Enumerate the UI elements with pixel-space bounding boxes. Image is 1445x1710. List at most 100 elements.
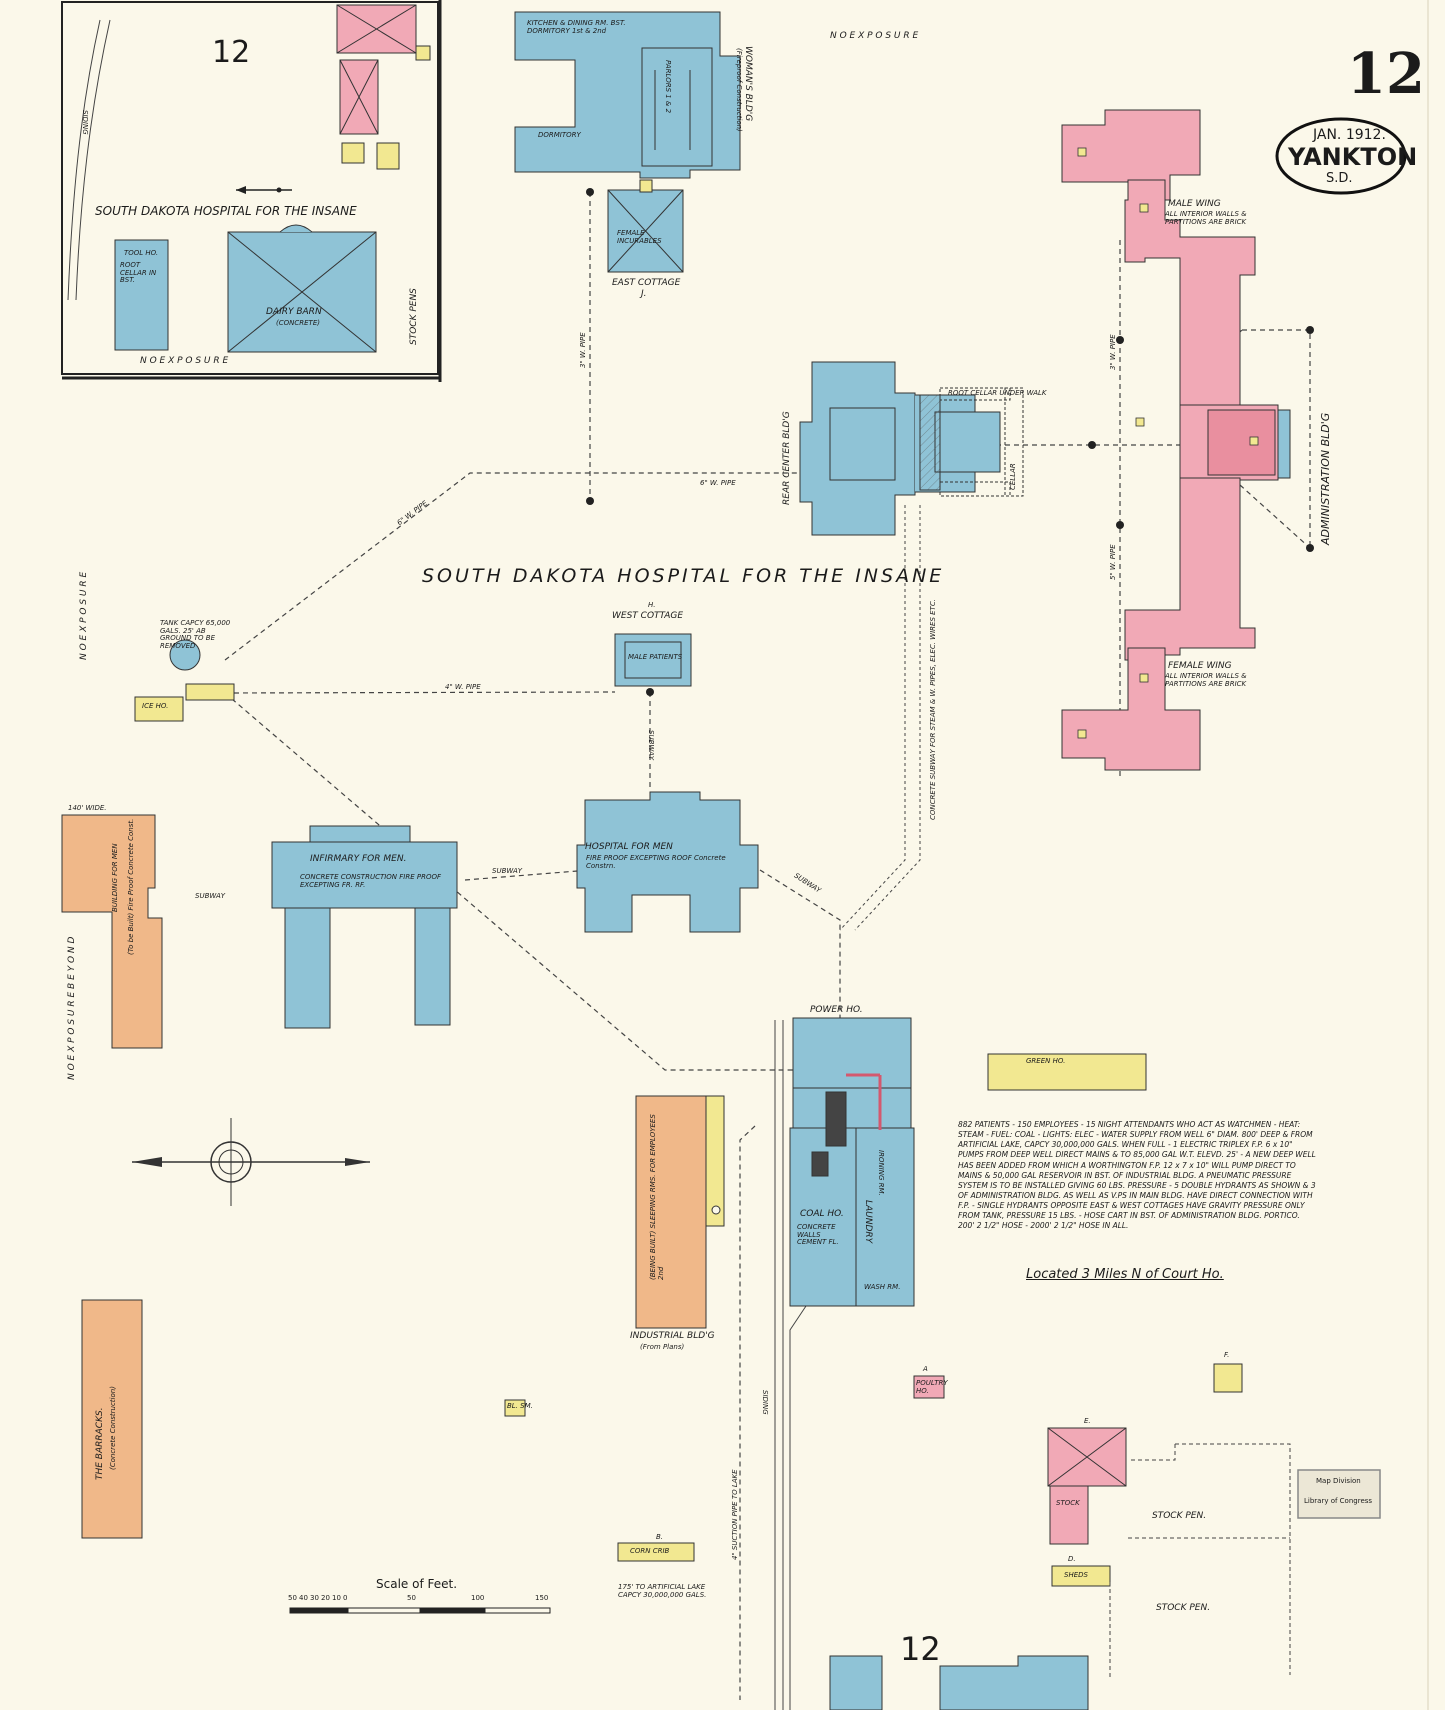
ironing-label: IRONING RM. — [877, 1150, 885, 1196]
letter-f: F. — [1224, 1351, 1230, 1359]
lake-note: 175' TO ARTIFICIAL LAKE CAPCY 30,000,000… — [618, 1583, 707, 1599]
scale-tick: 10 — [332, 1594, 341, 1602]
barracks-sub: (Concrete Construction) — [109, 1386, 117, 1470]
infirmary-sub: CONCRETE CONSTRUCTION FIRE PROOF EXCEPTI… — [300, 873, 442, 889]
power-house-label: POWER HO. — [810, 1005, 863, 1015]
industrial-bldg-sub: (From Plans) — [640, 1343, 685, 1351]
womans-building — [514, 11, 741, 273]
admin-label: ADMINISTRATION BLD'G — [1319, 412, 1332, 545]
scale-tick: 50 — [407, 1594, 416, 1602]
barracks-label: THE BARRACKS. — [95, 1407, 105, 1480]
siding-label: SIDING — [761, 1390, 769, 1415]
map-division-stamp-title: Map Division — [1316, 1477, 1361, 1485]
hospital-men-sub: FIRE PROOF EXCEPTING ROOF Concrete Const… — [586, 854, 726, 870]
the-barracks — [81, 1299, 143, 1539]
inset-yellow-shed-3 — [376, 142, 400, 170]
concrete-subway — [839, 505, 921, 931]
bl-smith-label: BL. SM. — [507, 1402, 533, 1410]
infirmary-men-label: INFIRMARY FOR MEN. — [310, 854, 407, 864]
scale-bar — [289, 1607, 551, 1614]
map-division-stamp-sub: Library of Congress — [1304, 1497, 1373, 1505]
scale-title: Scale of Feet. — [376, 1577, 458, 1591]
scale-tick: 50 — [288, 1594, 297, 1602]
no-exposure-left: N O E X P O S U R E — [79, 571, 89, 660]
corn-crib-label: CORN CRIB — [630, 1547, 670, 1555]
industrial-bldg-label: INDUSTRIAL BLD'G — [630, 1331, 715, 1341]
small-structures — [504, 1363, 1243, 1710]
female-incurables-label: FEMALE INCURABLES — [617, 229, 662, 245]
pipe-5w-right: 5" W. PIPE — [1109, 544, 1117, 580]
womans-bldg-sub: (Fireproof Construction) — [735, 48, 743, 132]
subway-label-1: SUBWAY — [195, 892, 226, 900]
building-men-label: BUILDING FOR MEN — [111, 843, 119, 912]
hospital-for-men — [576, 791, 759, 933]
west-cottage-letter: H. — [648, 601, 656, 609]
siding-tracks — [774, 1020, 811, 1710]
map-date: JAN. 1912. — [1313, 127, 1386, 143]
map-state: S.D. — [1326, 171, 1353, 186]
cellar-label: CELLAR — [1009, 463, 1017, 490]
inset-yellow-shed-1 — [415, 45, 431, 61]
inset-title: SOUTH DAKOTA HOSPITAL FOR THE INSANE — [95, 204, 357, 218]
ice-house-label: ICE HO. — [142, 702, 169, 710]
power-house — [789, 1017, 915, 1307]
west-cottage — [614, 633, 692, 687]
east-cottage-label: EAST COTTAGE — [612, 278, 681, 288]
tool-house-label: TOOL HO. — [124, 249, 159, 257]
hydrant-markers — [1077, 147, 1259, 739]
suction-pipe-label: 4" SUCTION PIPE TO LAKE — [731, 1469, 739, 1560]
male-wing-sub: ALL INTERIOR WALLS & PARTITIONS ARE BRIC… — [1165, 210, 1247, 226]
concrete-subway-label: CONCRETE SUBWAY FOR STEAM & W. PIPES, EL… — [929, 599, 937, 820]
corn-crib-letter: B. — [656, 1533, 664, 1541]
siding-inset-label: SIDING — [81, 110, 89, 135]
pipe-4w: 4" W. PIPE — [445, 683, 481, 691]
scale-tick: 40 — [299, 1594, 308, 1602]
dormitory-label: DORMITORY — [538, 131, 581, 139]
stock-pen-2: STOCK PEN. — [1156, 1603, 1211, 1613]
exposure-beyond: N O E X P O S U R E B E Y O N D — [67, 936, 77, 1080]
laundry-label: LAUNDRY — [863, 1200, 873, 1244]
east-cottage-letter: J. — [641, 289, 647, 299]
date-cartouche — [1275, 117, 1407, 195]
scale-tick: 100 — [471, 1594, 485, 1602]
dairy-barn-sub: (CONCRETE) — [276, 319, 320, 327]
industrial-bldg-inner: (BEING BUILT) SLEEPING RMS. FOR EMPLOYEE… — [649, 1114, 665, 1280]
inset-sheet-number: 12 — [212, 35, 251, 70]
no-exposure-top: N O E X P O S U R E — [830, 31, 919, 41]
compass-rose-icon — [132, 1118, 370, 1206]
rear-center-label: REAR CENTER BLD'G — [782, 411, 792, 505]
root-cellar-label: ROOT CELLAR UNDER WALK — [948, 389, 1047, 397]
main-building-pink — [1061, 109, 1279, 771]
scale-tick: 150 — [535, 1594, 549, 1602]
inset-map — [61, 0, 442, 382]
stock-pen-1: STOCK PEN. — [1152, 1511, 1207, 1521]
subway-label-v: SUBWAY — [647, 730, 655, 761]
sheet-number: 12 — [1347, 41, 1425, 107]
poultry-letter: A — [923, 1365, 928, 1373]
female-wing-label: FEMALE WING — [1168, 661, 1232, 671]
kitchen-label: KITCHEN & DINING RM. BST. DORMITORY 1st … — [527, 19, 626, 35]
stock-pen-fences — [1109, 1443, 1291, 1678]
pipe-3w: 3" W. PIPE — [579, 332, 587, 368]
infirmary-for-men — [271, 825, 458, 1029]
stock-pens-inset: STOCK PENS — [409, 288, 419, 345]
main-title: SOUTH DAKOTA HOSPITAL FOR THE INSANE — [422, 565, 945, 587]
green-house-label: GREEN HO. — [1026, 1057, 1066, 1065]
poultry-label: POULTRY HO. — [916, 1379, 948, 1395]
water-tank-area — [134, 639, 235, 722]
parlors-label: PARLORS 1 & 2 — [664, 60, 672, 114]
scale-ticks: 50 40 30 20 10 0 50 100 150 — [288, 1594, 549, 1603]
west-cottage-label: WEST COTTAGE — [612, 611, 684, 621]
male-wing-label: MALE WING — [1168, 199, 1221, 209]
green-house — [987, 1053, 1147, 1091]
industrial-building — [635, 1095, 725, 1329]
scale-tick: 30 — [310, 1594, 319, 1602]
scale-tick: 20 — [321, 1594, 330, 1602]
tool-house — [114, 239, 169, 351]
dairy-barn-label: DAIRY BARN — [266, 307, 322, 317]
wash-room-label: WASH RM. — [864, 1283, 901, 1291]
tank-note: TANK CAPCY 65,000 GALS. 25' AB GROUND TO… — [160, 619, 231, 651]
map-city: YANKTON — [1288, 143, 1418, 171]
admin-blue-portico — [1277, 409, 1291, 479]
